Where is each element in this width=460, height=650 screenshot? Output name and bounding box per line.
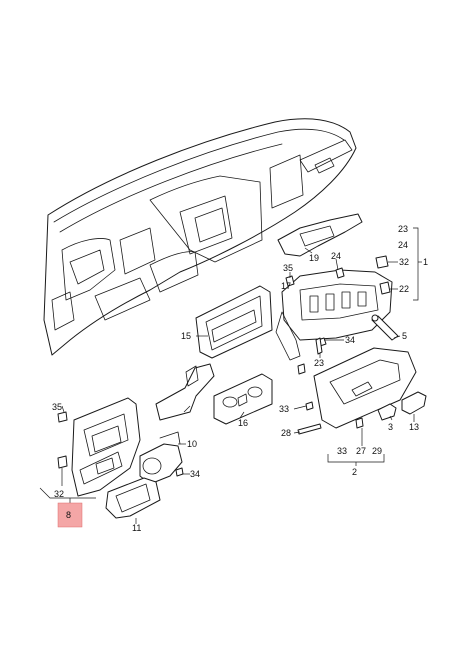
callout-32-left: 32 [54,489,64,499]
part-28-pin [297,423,322,435]
part-19-bracket [277,213,363,257]
callout-34-low: 34 [190,469,200,479]
callout-28: 28 [281,428,291,438]
callout-23-mid: 23 [314,358,324,368]
part-5-damper [371,314,399,341]
callout-32-right: 32 [399,257,409,267]
callout-24-mid: 24 [331,251,341,261]
part-15-center-trim-frame [195,285,273,359]
callout-10: 10 [187,439,197,449]
fasteners [57,255,391,477]
part-11-storage-tray [105,477,161,519]
screw-23 [315,337,323,355]
clip-35-left [57,411,68,423]
callout-23-top: 23 [398,224,408,234]
callout-34-mid: 34 [345,335,355,345]
callout-13: 13 [409,422,419,432]
dashboard-outline [43,118,357,356]
callout-22: 22 [399,284,409,294]
clip-27 [355,417,364,429]
callout-8: 8 [66,510,71,520]
part-13-latch-cover [401,391,427,415]
callout-29: 29 [372,446,382,456]
part-17-glovebox-housing [275,269,393,361]
screw-34-lower [175,467,184,477]
clip-32-left [57,455,68,469]
callout-3: 3 [388,422,393,432]
part-2-glovebox-lid [313,347,417,429]
callout-33-left: 33 [279,404,289,414]
screw-33 [305,401,314,411]
callout-1: 1 [423,257,428,267]
callout-11: 11 [132,523,141,533]
callout-5: 5 [402,331,407,341]
part-8-left-trim-panel [71,397,141,497]
callout-19: 19 [309,253,319,263]
left-lower-trim-strip [155,363,215,421]
part-8-highlight [57,502,83,528]
callout-27: 27 [356,446,366,456]
part-10-air-vent [139,431,183,485]
part-16-climate-panel [213,373,273,425]
callout-labels: 23 24 1 32 22 24 19 35 17 15 34 5 23 2 3… [52,224,428,533]
callout-35-top: 35 [283,263,293,273]
clip-29 [297,363,306,375]
part-3-clip [377,403,397,421]
callout-2: 2 [352,467,357,477]
callout-35-left: 35 [52,402,62,412]
callout-33-bottom: 33 [337,446,347,456]
callout-15: 15 [181,331,191,341]
clip-24 [335,267,345,279]
callout-16: 16 [238,418,248,428]
leader-lines [39,227,422,524]
clip-22 [379,281,391,295]
clip-32-right [375,255,389,269]
callout-17: 17 [281,281,291,291]
callout-24-top: 24 [398,240,408,250]
